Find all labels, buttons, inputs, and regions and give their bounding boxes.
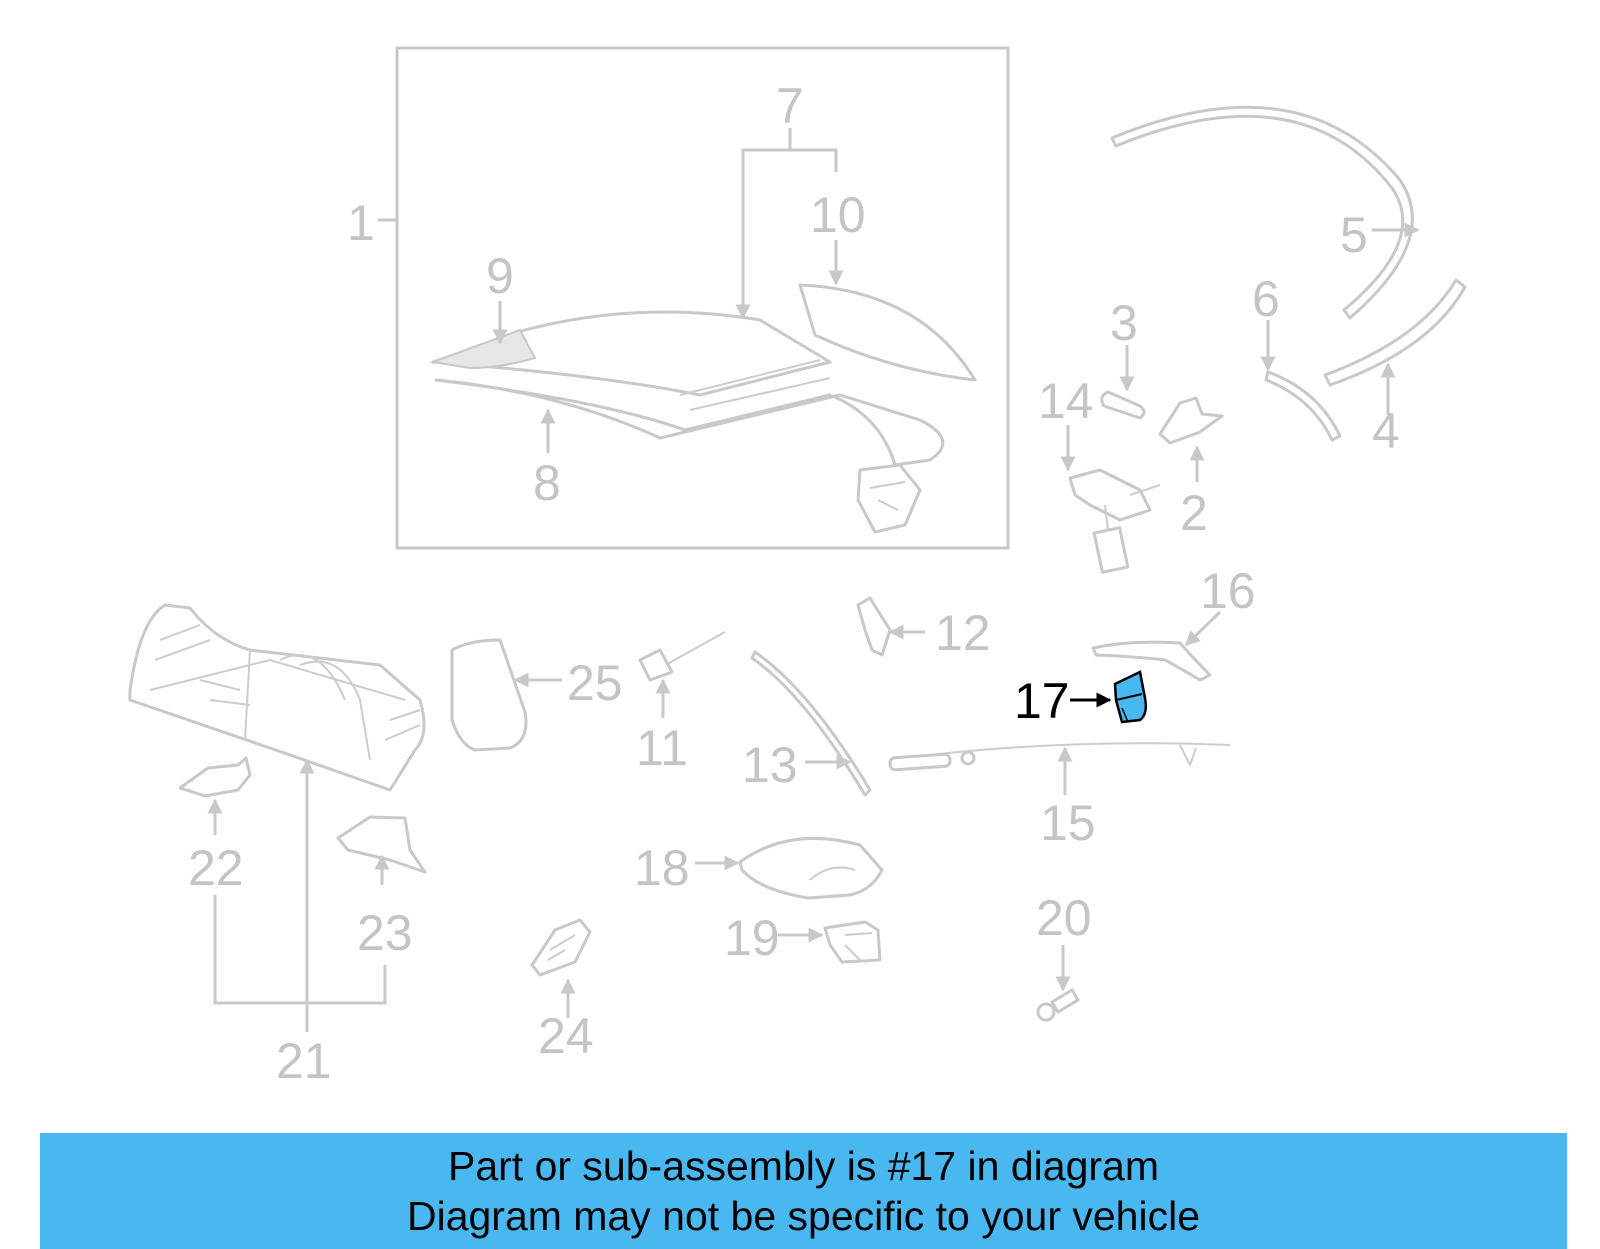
part-17-highlighted [1113, 670, 1148, 724]
label-7: 7 [776, 78, 804, 134]
trim-16 [1091, 640, 1212, 682]
info-banner: Part or sub-assembly is #17 in diagram D… [40, 1133, 1567, 1249]
label-20: 20 [1036, 890, 1092, 946]
label-19: 19 [724, 910, 780, 966]
label-5: 5 [1340, 207, 1368, 263]
label-25: 25 [567, 655, 623, 711]
bracket-24 [530, 918, 592, 977]
label-24: 24 [538, 1008, 594, 1064]
soft-top-roof [429, 310, 945, 534]
label-14: 14 [1038, 373, 1094, 429]
assembly-box [395, 46, 1010, 550]
label-21: 21 [276, 1033, 332, 1089]
label-6: 6 [1252, 271, 1280, 327]
bracket-22 [178, 756, 252, 798]
label-18: 18 [634, 840, 690, 896]
bracket-12 [856, 596, 892, 657]
label-12: 12 [935, 605, 991, 661]
label-23: 23 [357, 905, 413, 961]
label-22: 22 [188, 840, 244, 896]
label-16: 16 [1200, 563, 1256, 619]
bolt-20 [1036, 988, 1080, 1022]
pin-3 [1100, 390, 1146, 420]
parts-diagram: 1 2 3 4 5 6 7 8 9 10 11 12 13 14 15 16 1… [128, 46, 1467, 1089]
label-9: 9 [486, 248, 514, 304]
banner-line-disclaimer: Diagram may not be specific to your vehi… [406, 1193, 1200, 1239]
bracket-2 [1158, 396, 1224, 445]
label-10: 10 [810, 187, 866, 243]
clip-19 [823, 920, 882, 964]
label-1: 1 [347, 195, 375, 251]
cover-25 [450, 638, 528, 752]
roof-seal-4 [1323, 278, 1467, 387]
label-3: 3 [1110, 295, 1138, 351]
roof-seal-5 [1110, 105, 1414, 320]
label-13: 13 [742, 737, 798, 793]
wind-deflector-21 [128, 603, 426, 792]
trim-strip-6 [1264, 370, 1342, 442]
cable-15 [888, 742, 1231, 772]
cover-18 [738, 836, 884, 900]
motor-14 [1068, 468, 1161, 574]
label-2: 2 [1180, 485, 1208, 541]
label-17: 17 [1014, 673, 1070, 729]
rail-13 [750, 650, 872, 797]
rear-window [798, 283, 977, 382]
label-4: 4 [1372, 403, 1400, 459]
banner-line-part: Part or sub-assembly is #17 in diagram [448, 1143, 1159, 1189]
label-11: 11 [636, 720, 688, 776]
label-8: 8 [533, 455, 561, 511]
bracket-23 [336, 815, 427, 874]
rod-11 [638, 631, 726, 682]
label-15: 15 [1040, 795, 1096, 851]
